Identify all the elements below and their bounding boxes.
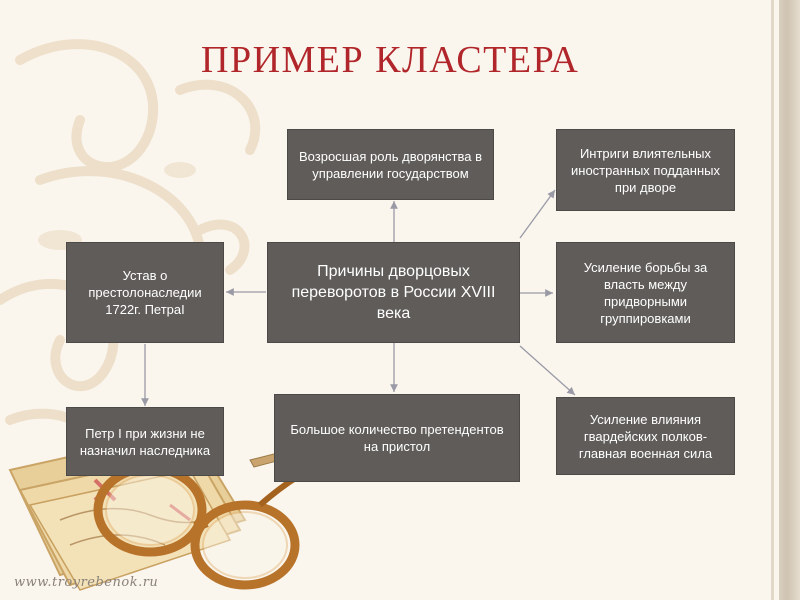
arrow-to-right-top [519, 189, 556, 239]
right-edge-bar [779, 0, 800, 600]
node-right-mid: Усиление борьбы за власть между придворн… [556, 242, 735, 343]
arrow-to-right-bottom [519, 345, 576, 396]
node-right-top: Интриги влиятельных иностранных подданны… [556, 129, 735, 211]
node-left-bottom: Петр I при жизни не назначил наследника [66, 407, 224, 476]
node-bottom: Большое количество претендентов на прист… [274, 394, 520, 482]
right-edge-line [771, 0, 774, 600]
node-left: Устав о престолонаследии 1722г. ПетраI [66, 242, 224, 343]
watermark-text: www.troyrebenok.ru [14, 575, 159, 590]
node-right-bottom: Усиление влияния гвардейских полков-глав… [556, 397, 735, 475]
slide-title: ПРИМЕР КЛАСТЕРА [201, 39, 580, 81]
node-top: Возросшая роль дворянства в управлении г… [287, 129, 494, 200]
node-center: Причины дворцовых переворотов в России X… [267, 242, 520, 343]
